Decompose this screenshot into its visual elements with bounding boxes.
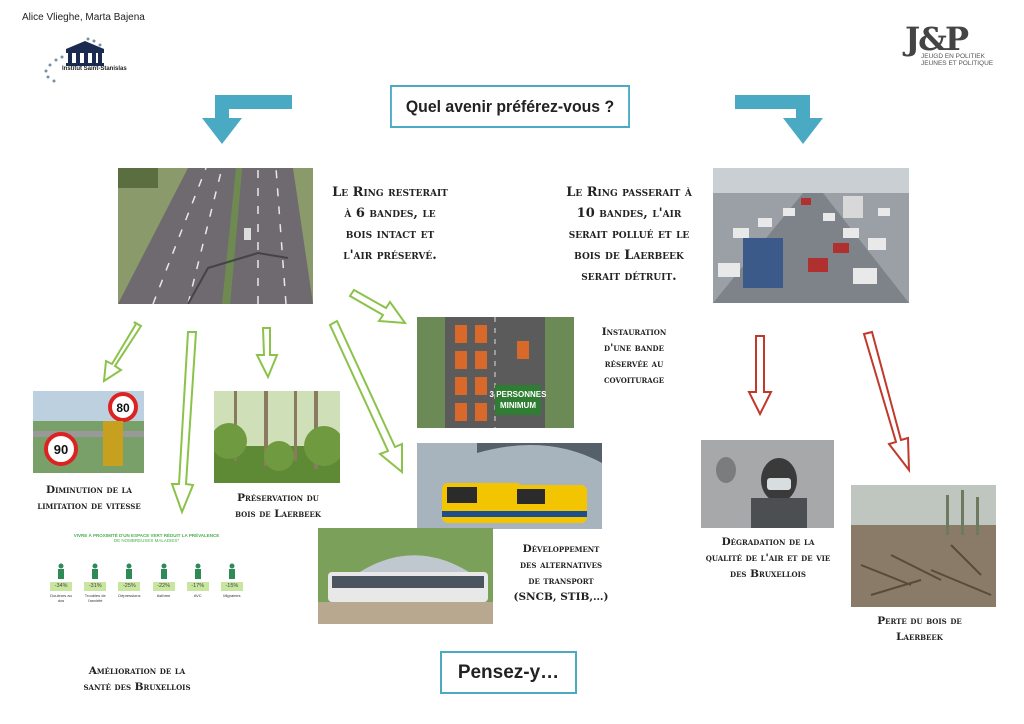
highway-6-lanes-photo — [118, 168, 313, 304]
caption-line: (SNCB, STIB,…) — [513, 591, 609, 603]
green-arrow-health-icon — [170, 331, 198, 515]
green-arrow-speed-icon — [102, 321, 143, 383]
caption-line: Amélioration de la — [88, 665, 186, 677]
forest-photo — [214, 391, 340, 483]
red-arrow-air-icon — [747, 335, 773, 417]
caption-line: covoiturage — [603, 374, 665, 386]
air-caption: Dégradation de la qualité de l'air et de… — [680, 534, 856, 582]
stat-item: -34% Douleurs au dos — [47, 563, 75, 603]
infographic-subtitle: DE NOMBREUSES MALADIES* — [113, 538, 180, 543]
person-icon — [124, 563, 134, 579]
blue-arrow-right-icon — [735, 95, 823, 144]
caption-line: de transport — [528, 575, 594, 587]
jp-logo: J&P — [905, 20, 969, 58]
stat-item: -22% Asthme — [150, 563, 178, 603]
caption-line: des Bruxellois — [730, 568, 806, 580]
jp-mark-text: J&P — [905, 20, 969, 58]
stat-value: -17% — [186, 582, 209, 591]
caption-line: des alternatives — [519, 559, 602, 571]
speed-limit-photo: 90 80 — [33, 391, 144, 473]
forest-loss-caption: Perte du bois de Laerbeek — [852, 613, 987, 645]
caption-line: Instauration — [601, 326, 667, 338]
jp-line1: JEUGD EN POLITIEK — [921, 53, 985, 60]
sign-90-text: 90 — [54, 442, 68, 457]
speed-caption: Diminution de la limitation de vitesse — [20, 482, 158, 514]
right-scenario-text: Le Ring passerait à 10 bandes, l'air ser… — [552, 182, 706, 287]
right-text-line: serait pollué et le — [568, 227, 690, 242]
traffic-jam-photo — [713, 168, 909, 303]
stat-label: Dépressions — [118, 593, 141, 598]
health-infographic: VIVRE À PROXIMITÉ D'UN ESPACE VERT RÉDUI… — [44, 533, 249, 658]
infographic-title: VIVRE À PROXIMITÉ D'UN ESPACE VERT RÉDUI… — [73, 533, 220, 538]
caption-line: qualité de l'air et de vie — [705, 552, 831, 564]
carpool-lane-photo: 3 PERSONNES MINIMUM — [417, 317, 574, 428]
stat-item: -25% Dépressions — [115, 563, 143, 603]
carpool-sign-line2: MINIMUM — [500, 401, 536, 410]
air-pollution-photo — [701, 440, 834, 528]
blue-arrow-left-icon — [202, 95, 292, 144]
left-text-line: à 6 bandes, le — [344, 206, 436, 221]
green-arrow-transport-icon — [328, 319, 403, 475]
stat-label: AVC — [193, 593, 202, 598]
health-caption: Amélioration de la santé des Bruxellois — [62, 663, 212, 695]
right-text-line: Le Ring passerait à — [566, 185, 692, 200]
person-icon — [193, 563, 203, 579]
forest-caption: Préservation du bois de Laerbeek — [208, 490, 348, 522]
stat-item: -17% AVC — [184, 563, 212, 603]
right-text-line: serait détruit. — [581, 269, 677, 284]
left-text-line: l'air préservé. — [343, 248, 437, 263]
stat-label: Douleurs au dos — [50, 593, 72, 603]
caption-line: d'une bande — [604, 342, 664, 354]
person-icon — [159, 563, 169, 579]
left-scenario-text: Le Ring resterait à 6 bandes, le bois in… — [322, 182, 458, 266]
stat-label: Troubles de l'anxiété — [84, 593, 106, 603]
stat-value: -25% — [118, 582, 141, 591]
caption-line: Laerbeek — [896, 631, 943, 643]
school-name: Institut Saint-Stanislas — [62, 66, 127, 72]
deforestation-photo — [851, 485, 996, 607]
caption-line: Développement — [522, 543, 600, 555]
tram-photo — [318, 528, 493, 624]
caption-line: Diminution de la — [46, 484, 132, 496]
right-text-line: 10 bandes, l'air — [576, 206, 682, 221]
left-text-line: bois intact et — [345, 227, 435, 242]
stats-row: -34% Douleurs au dos -31% Troubles de l'anx… — [44, 563, 249, 603]
institut-building-logo — [40, 35, 112, 85]
stat-item: -15% Migraines — [218, 563, 246, 603]
carpool-sign-line1: 3 PERSONNES — [490, 390, 548, 399]
authors: Alice Vlieghe, Marta Bajena — [22, 12, 145, 23]
caption-line: Perte du bois de — [877, 615, 962, 627]
stat-item: -31% Troubles de l'anxiété — [81, 563, 109, 603]
jp-line2: JEUNES ET POLITIQUE — [921, 60, 994, 67]
person-icon — [56, 563, 66, 579]
left-text-line: Le Ring resterait — [332, 185, 448, 200]
train-photo — [417, 443, 602, 529]
stat-label: Migraines — [223, 593, 241, 598]
green-arrow-carpool-icon — [348, 288, 408, 325]
caption-line: réservée au — [604, 358, 664, 370]
caption-line: santé des Bruxellois — [83, 681, 191, 693]
stat-label: Asthme — [156, 593, 171, 598]
page-title: Quel avenir préférez-vous ? — [390, 85, 630, 128]
caption-line: Préservation du — [237, 492, 319, 504]
pensez-y-box: Pensez-y… — [440, 651, 577, 694]
stat-value: -22% — [152, 582, 175, 591]
caption-line: bois de Laerbeek — [235, 508, 321, 520]
caption-line: Dégradation de la — [721, 536, 815, 548]
person-icon — [227, 563, 237, 579]
transport-caption: Développement des alternatives de transp… — [498, 541, 624, 605]
sign-80-text: 80 — [116, 401, 130, 415]
carpool-caption: Instauration d'une bande réservée au cov… — [576, 324, 692, 388]
right-text-line: bois de Laerbeek — [574, 248, 684, 263]
caption-line: limitation de vitesse — [37, 500, 141, 512]
person-icon — [90, 563, 100, 579]
stat-value: -15% — [220, 582, 243, 591]
red-arrow-forest-loss-icon — [862, 330, 911, 474]
jp-logo-subtitle: JEUGD EN POLITIEK JEUNES ET POLITIQUE — [921, 53, 993, 67]
green-arrow-forest-icon — [255, 327, 279, 380]
stat-value: -34% — [50, 582, 73, 591]
stat-value: -31% — [84, 582, 107, 591]
